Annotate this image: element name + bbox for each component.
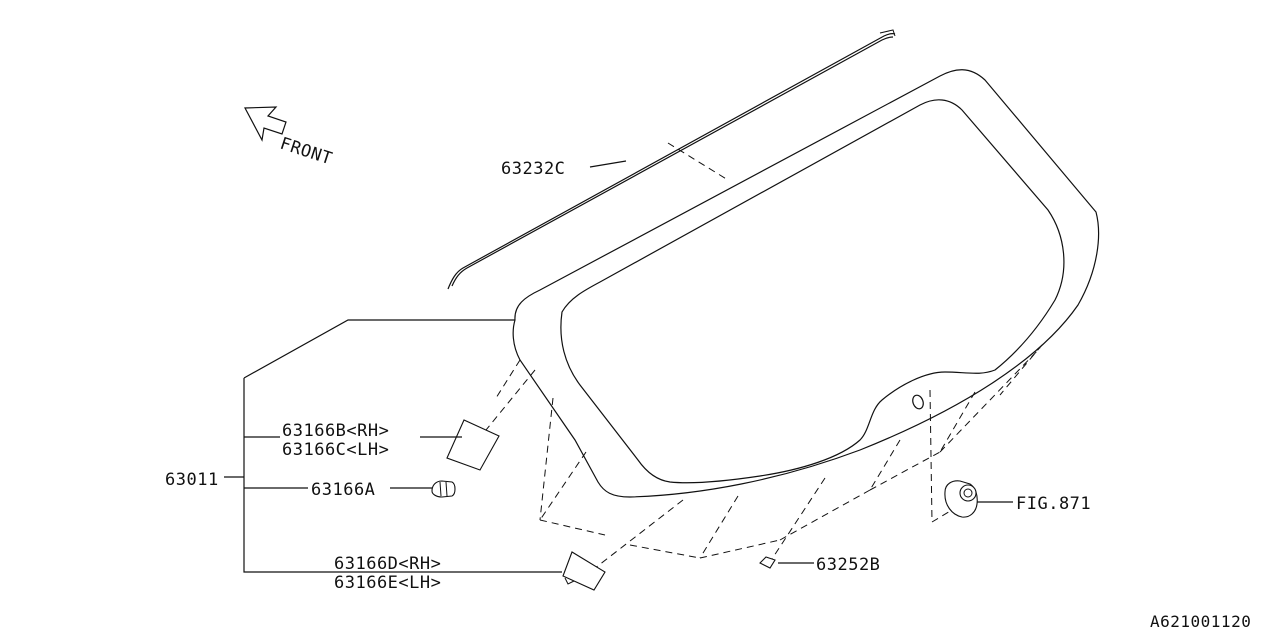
cushion-upper-part [446,419,500,471]
label-seal: 63252B [816,555,880,575]
diagram-id: A621001120 [1150,612,1251,631]
front-label: FRONT [277,134,334,170]
label-reference-fig: FIG.871 [1016,494,1091,514]
weatherstrip-part [447,29,896,290]
front-arrow-icon [244,106,287,142]
label-cushion-rh: 63166B<RH> [282,421,389,441]
label-cushion-lower-lh: 63166E<LH> [334,573,441,593]
label-door-assembly: 63011 [165,470,219,490]
leader-lines [224,160,1013,573]
label-cushion-lower-rh: 63166D<RH> [334,554,441,574]
label-cushion-lh: 63166C<LH> [282,440,389,460]
assembly-lines [467,142,1043,573]
cushion-lower-part [562,551,606,591]
clip-part [431,480,456,498]
grommet-part [944,480,978,518]
label-weatherstrip: 63232C [501,159,565,179]
seal-part [759,556,776,569]
label-clip: 63166A [311,480,375,500]
tailgate-panel [512,69,1100,498]
